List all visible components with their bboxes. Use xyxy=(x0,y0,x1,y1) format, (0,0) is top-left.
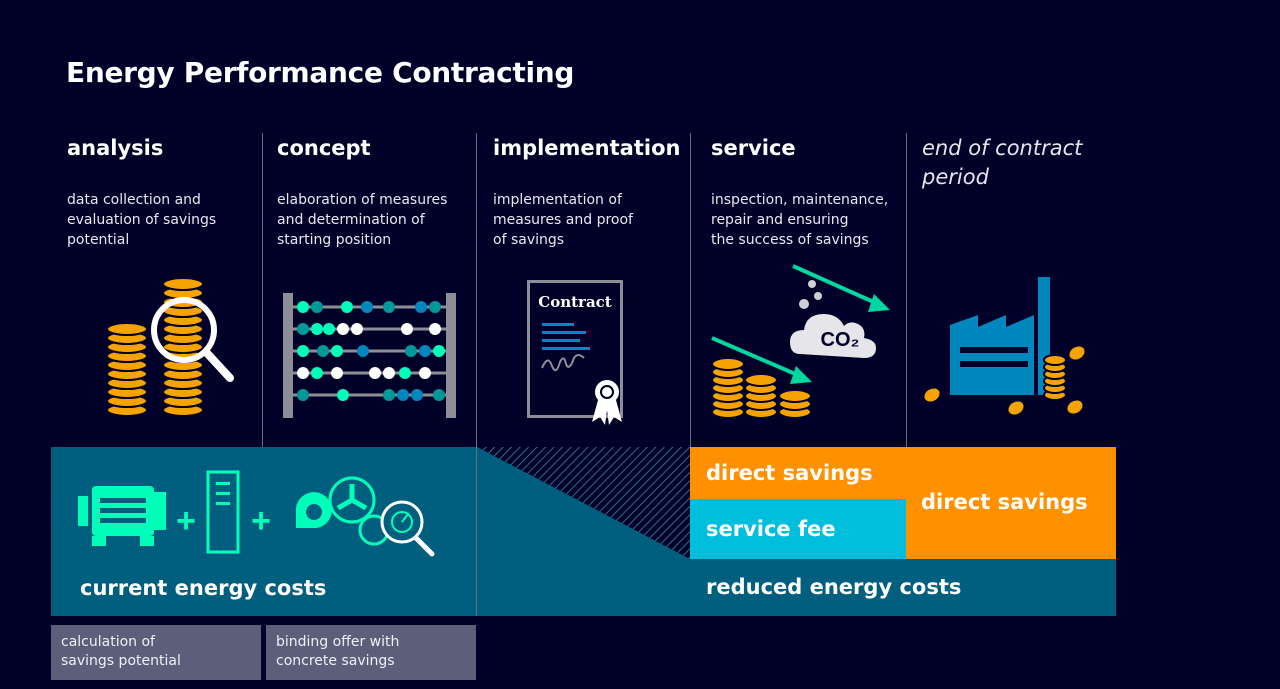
coin-magnifier-icon xyxy=(106,277,234,417)
plus-sign-1: + xyxy=(176,502,196,540)
contract-label: Contract xyxy=(538,293,612,311)
transition-hatch xyxy=(477,447,690,616)
co2-label: CO₂ xyxy=(821,329,860,351)
fan-pump-gauge-icon xyxy=(295,476,435,557)
phase-service-desc: inspection, maintenance,repair and ensur… xyxy=(711,192,889,248)
page-title: Energy Performance Contracting xyxy=(66,56,575,89)
service-fee-band xyxy=(690,499,906,559)
direct-savings-end-band xyxy=(906,447,1116,559)
savings-co2-icon: CO₂ xyxy=(711,264,890,419)
direct-savings-service-label: direct savings xyxy=(706,461,873,485)
phase-service-title: service xyxy=(711,136,796,160)
phase-concept-title: concept xyxy=(277,136,371,160)
current-energy-costs-label: current energy costs xyxy=(80,576,327,600)
plus-sign-2: + xyxy=(251,502,271,540)
reduced-energy-costs-label: reduced energy costs xyxy=(706,575,962,599)
direct-savings-service-band xyxy=(690,447,906,499)
divider-analysis-concept xyxy=(262,133,263,448)
service-fee-label: service fee xyxy=(706,517,836,541)
reduced-energy-costs-band xyxy=(690,559,1116,616)
divider-implementation-service xyxy=(690,133,691,616)
phase-implementation-title: implementation xyxy=(493,136,681,160)
phase-analysis-title: analysis xyxy=(67,136,164,160)
equipment-icons: + + xyxy=(78,470,435,557)
abacus-icon xyxy=(283,293,456,418)
motor-icon xyxy=(78,486,166,546)
factory-coins-icon xyxy=(922,277,1087,417)
direct-savings-end-label: direct savings xyxy=(921,490,1088,514)
cabinet-icon xyxy=(206,470,240,554)
divider-service-end xyxy=(906,133,907,448)
signature-seal-icon xyxy=(541,354,622,425)
divider-concept-implementation xyxy=(476,133,477,616)
